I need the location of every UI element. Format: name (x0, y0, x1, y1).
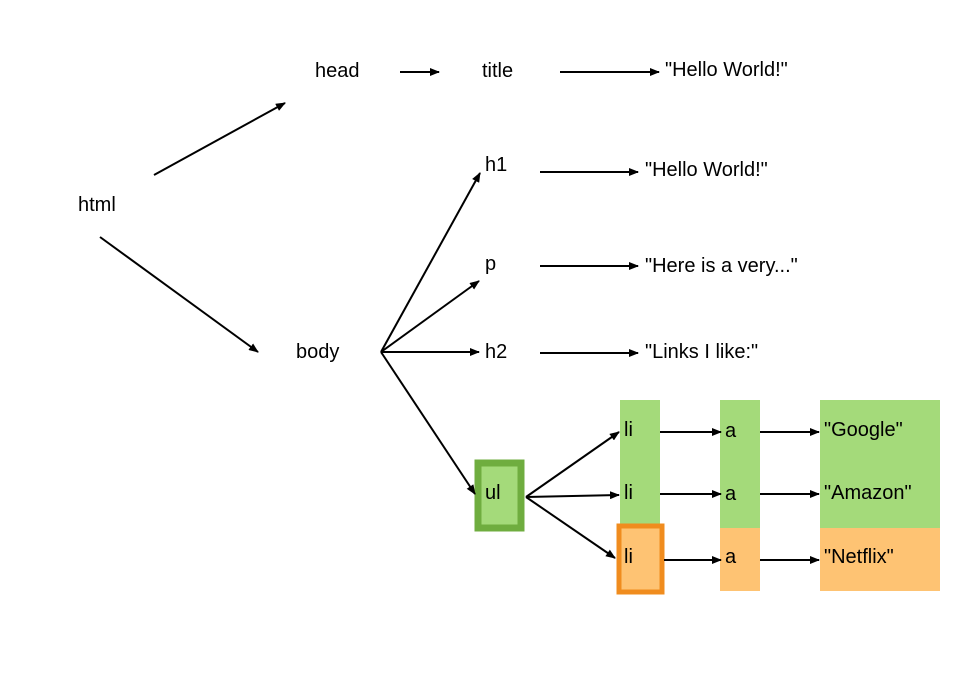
edge-ul-li-2 (525, 491, 620, 500)
node-li-3: li (624, 546, 633, 568)
node-amazon-text: "Amazon" (824, 482, 912, 504)
edge-ul-li-3 (525, 496, 616, 559)
highlight-layer (474, 400, 940, 595)
edge-body-ul (380, 351, 476, 495)
node-h2-text: "Links I like:" (645, 341, 758, 363)
node-head: head (315, 60, 360, 82)
node-h1-text: "Hello World!" (645, 159, 768, 181)
edge-body-h1 (380, 172, 481, 353)
node-ul: ul (485, 482, 501, 504)
a-3-highlight (720, 528, 760, 591)
a-1-2-highlight (720, 400, 760, 528)
node-li-1: li (624, 419, 633, 441)
node-p-text: "Here is a very..." (645, 255, 798, 277)
node-google-text: "Google" (824, 419, 903, 441)
node-h2: h2 (485, 341, 507, 363)
edge-html-head (153, 102, 286, 176)
node-title-text: "Hello World!" (665, 59, 788, 81)
link-1-2-highlight (820, 400, 940, 528)
link-3-highlight (820, 528, 940, 591)
edge-body-p (380, 280, 480, 353)
node-netflix-text: "Netflix" (824, 546, 894, 568)
node-li-2: li (624, 482, 633, 504)
node-a-2: a (725, 483, 737, 505)
ul-highlight (474, 459, 525, 532)
node-h1: h1 (485, 154, 507, 176)
edge-html-body (99, 236, 259, 353)
node-html: html (78, 194, 116, 216)
li-1-highlight (620, 400, 660, 528)
li-3-highlight (616, 523, 665, 595)
node-p: p (485, 253, 496, 275)
node-body: body (296, 341, 339, 363)
node-a-1: a (725, 420, 737, 442)
edge-layer (99, 68, 820, 564)
node-a-3: a (725, 546, 737, 568)
label-layer: html head title "Hello World!" body h1 "… (78, 59, 912, 568)
node-title: title (482, 60, 513, 82)
edge-ul-li-1 (525, 431, 620, 498)
